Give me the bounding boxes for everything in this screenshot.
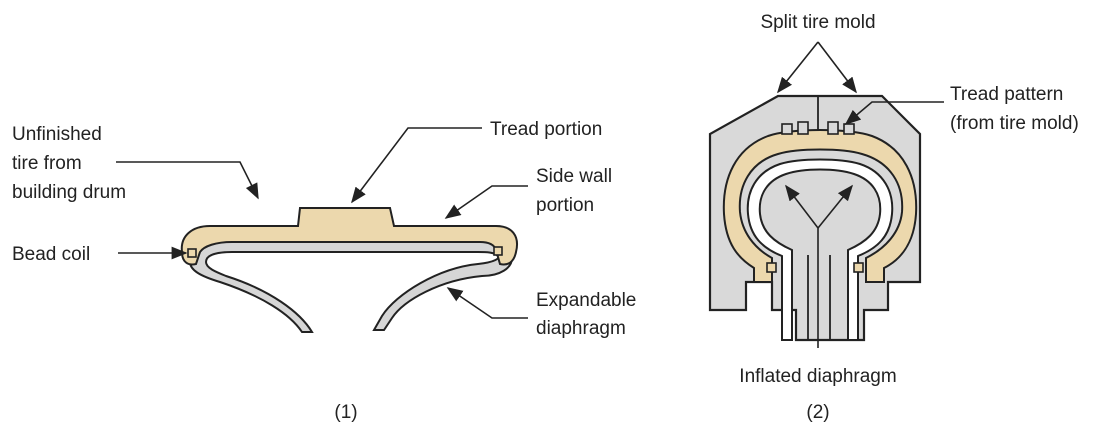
inflated-diaphragm-shape [746, 158, 894, 341]
caption-2: (2) [806, 402, 829, 423]
tread-pattern-teeth [781, 121, 855, 135]
label-tread-portion: Tread portion [490, 119, 602, 140]
label-side-wall-2: portion [536, 195, 594, 216]
panel-2-split-mold: Split tire mold Tread pattern (from tire… [708, 12, 1079, 423]
leader-split-mold-right [817, 41, 857, 94]
bead-coil-right [493, 246, 503, 256]
unfinished-tire-shape [180, 207, 518, 266]
label-unfinished-3: building drum [12, 182, 126, 203]
leader-expandable [446, 287, 528, 319]
leader-tread-portion [351, 127, 482, 204]
leader-tread-pattern [844, 101, 944, 126]
label-tread-pattern-1: Tread pattern [950, 84, 1063, 105]
leader-split-mold-left [777, 41, 819, 94]
label-unfinished-1: Unfinished [12, 124, 102, 145]
bead-coil-mold-left [766, 262, 777, 273]
tire-in-mold-shape [722, 129, 918, 283]
expandable-diaphragm-shape [188, 239, 514, 333]
label-side-wall-1: Side wall [536, 166, 612, 187]
caption-1: (1) [334, 402, 357, 423]
label-tread-pattern-2: (from tire mold) [950, 113, 1079, 134]
leader-side-wall [444, 185, 528, 219]
label-expandable-2: diaphragm [536, 318, 626, 339]
label-unfinished-2: tire from [12, 153, 82, 174]
leader-unfinished [116, 161, 259, 200]
label-split-tire-mold: Split tire mold [760, 12, 875, 33]
label-expandable-1: Expandable [536, 290, 636, 311]
bead-coil-left [187, 248, 197, 258]
leader-inflated-right [817, 184, 854, 229]
label-inflated-diaphragm: Inflated diaphragm [739, 366, 896, 387]
panel-1-unfinished-tire: Unfinished tire from building drum Tread… [12, 119, 636, 423]
label-bead-coil: Bead coil [12, 244, 90, 265]
bead-coil-mold-right [853, 262, 864, 273]
